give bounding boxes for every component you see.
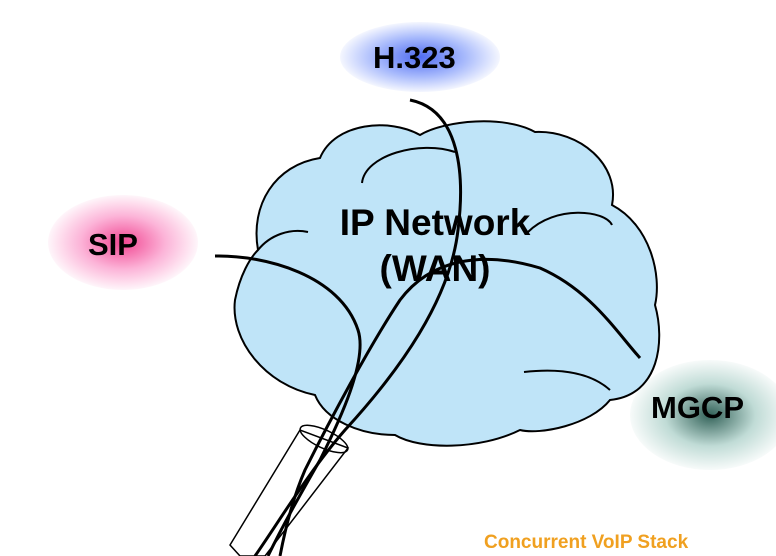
cloud-contour (523, 369, 611, 391)
h323-glow (340, 22, 500, 92)
cloud-outline (233, 120, 661, 447)
network-title: IP Network (WAN) (305, 200, 565, 292)
cloud-contour (361, 146, 456, 184)
cloud-contour (527, 211, 613, 233)
network-title-line2: (WAN) (379, 248, 491, 289)
stack-conduit (229, 424, 350, 556)
mgcp-connection (278, 257, 642, 556)
stack-caption: Concurrent VoIP Stack (484, 532, 689, 553)
sip-glow (48, 195, 198, 290)
conduit-outline (229, 429, 350, 556)
ip-network-cloud (233, 120, 661, 447)
h323-connection (253, 98, 463, 556)
network-title-line1: IP Network (339, 202, 531, 243)
connection-lines (214, 98, 642, 556)
conduit-opening (299, 424, 349, 454)
h323-label: H.323 (373, 40, 456, 75)
cloud-contour (257, 230, 309, 251)
mgcp-label: MGCP (651, 390, 744, 425)
sip-label: SIP (88, 227, 138, 262)
mgcp-glow (630, 360, 776, 470)
